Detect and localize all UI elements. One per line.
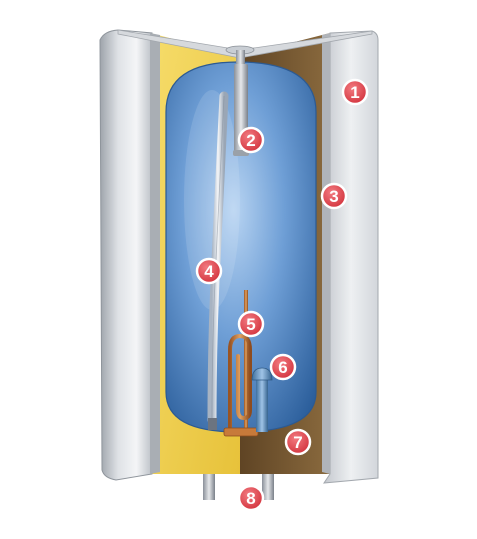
heating-element [228, 333, 252, 432]
callout-1-label: 1 [350, 83, 359, 102]
callout-4: 4 [195, 257, 223, 285]
casing-flange-right [322, 33, 330, 474]
outer-casing-right [323, 30, 379, 484]
callout-7: 7 [284, 428, 312, 456]
callout-2: 2 [237, 126, 265, 154]
callout-8: 8 [237, 484, 265, 512]
callout-6-label: 6 [278, 358, 287, 377]
outer-casing-left [99, 29, 153, 481]
pipe-left [203, 472, 215, 500]
heating-element-flange [223, 427, 259, 437]
cold-water-diffuser [251, 367, 273, 381]
inner-tank [165, 61, 317, 433]
callout-6: 6 [269, 353, 297, 381]
top-fitting [236, 50, 245, 64]
callout-7-label: 7 [293, 433, 302, 452]
cold-water-inlet-pipe [256, 376, 268, 432]
callout-2-label: 2 [246, 131, 255, 150]
callout-1: 1 [341, 78, 369, 106]
outlet-pipes [203, 472, 274, 500]
anode-base [208, 418, 217, 430]
callout-3: 3 [320, 182, 348, 210]
pipe-right [262, 472, 274, 500]
thermostat-rod [244, 290, 248, 430]
callout-4-label: 4 [204, 262, 214, 281]
callout-8-label: 8 [246, 489, 255, 508]
callout-5-label: 5 [246, 315, 255, 334]
callout-5: 5 [237, 310, 265, 338]
callout-3-label: 3 [329, 187, 338, 206]
casing-flange-left [150, 33, 160, 474]
